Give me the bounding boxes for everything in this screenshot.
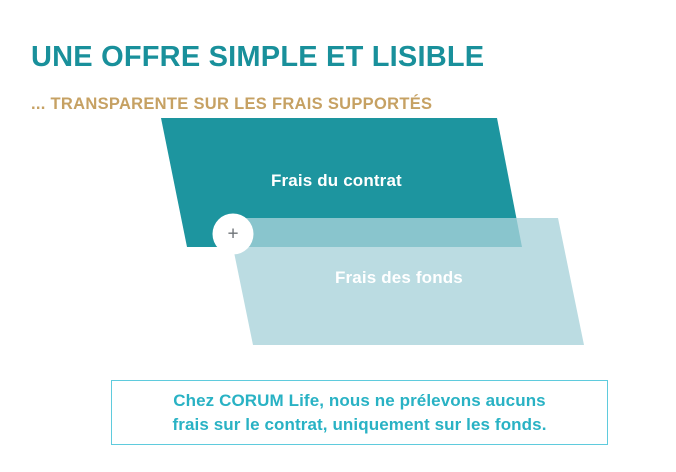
contract-fees-label: Frais du contrat xyxy=(271,171,402,190)
callout-box: Chez CORUM Life, nous ne prélevons aucun… xyxy=(111,380,608,445)
callout-line-2: frais sur le contrat, uniquement sur les… xyxy=(172,414,547,434)
page-title: UNE OFFRE SIMPLE ET LISIBLE xyxy=(31,41,485,74)
callout-line-1: Chez CORUM Life, nous ne prélevons aucun… xyxy=(173,390,546,410)
plus-icon: + xyxy=(227,223,239,245)
callout-text: Chez CORUM Life, nous ne prélevons aucun… xyxy=(172,389,546,437)
funds-fees-label: Frais des fonds xyxy=(335,268,463,287)
page-subtitle: ... TRANSPARENTE SUR LES FRAIS SUPPORTÉS xyxy=(31,94,433,113)
